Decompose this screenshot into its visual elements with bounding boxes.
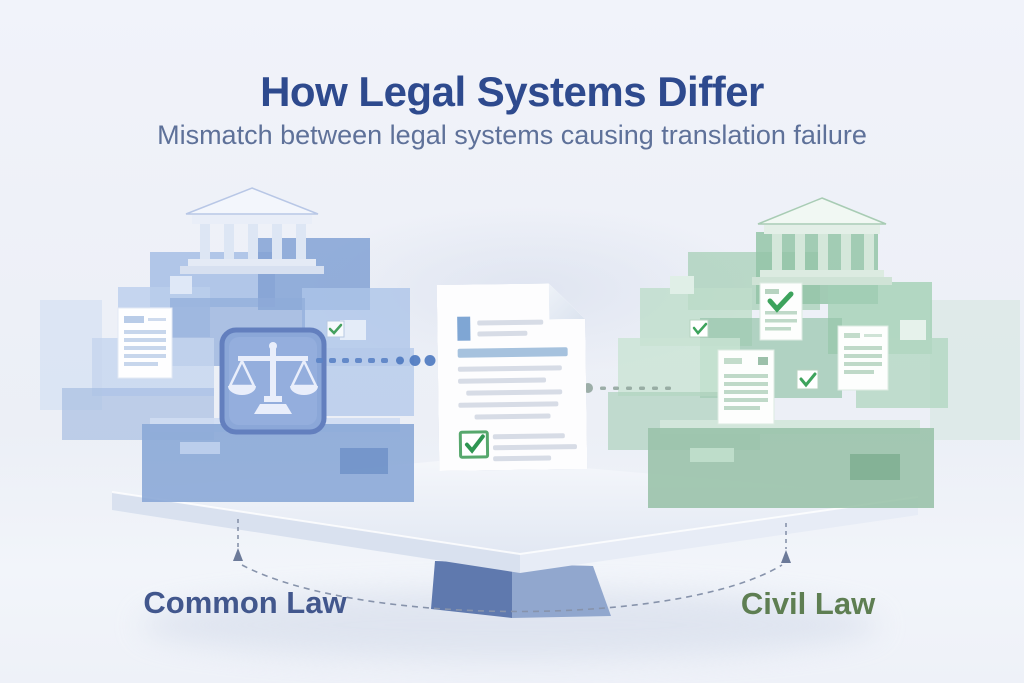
checkbox-checked-icon [326,320,345,338]
civil-law-stack [608,197,1020,508]
checkbox-checked-icon [796,369,819,390]
scales-of-justice-icon [219,327,327,435]
civil-law-label: Civil Law [740,586,876,621]
dotted-connector-left [316,355,445,366]
document-checked-icon [759,282,803,341]
document-icon [117,307,173,379]
page-subtitle: Mismatch between legal systems causing t… [157,120,867,150]
common-law-stack [40,187,414,502]
document-icon [837,325,889,391]
dashed-arc-connector [233,519,791,613]
courthouse-icon [752,197,892,285]
doc-header-bar [458,347,568,358]
courthouse-icon [180,187,324,274]
page-title: How Legal Systems Differ [260,68,764,115]
checkbox-checked-icon [689,319,709,338]
arrowhead-right [781,550,791,563]
doc-accent-block [457,317,470,341]
translated-document [437,283,588,471]
pedestal [431,561,611,618]
checkbox-checked-icon [459,430,489,458]
common-law-label: Common Law [143,585,347,620]
arrowhead-left [233,548,243,561]
document-checked-icon [717,349,775,425]
